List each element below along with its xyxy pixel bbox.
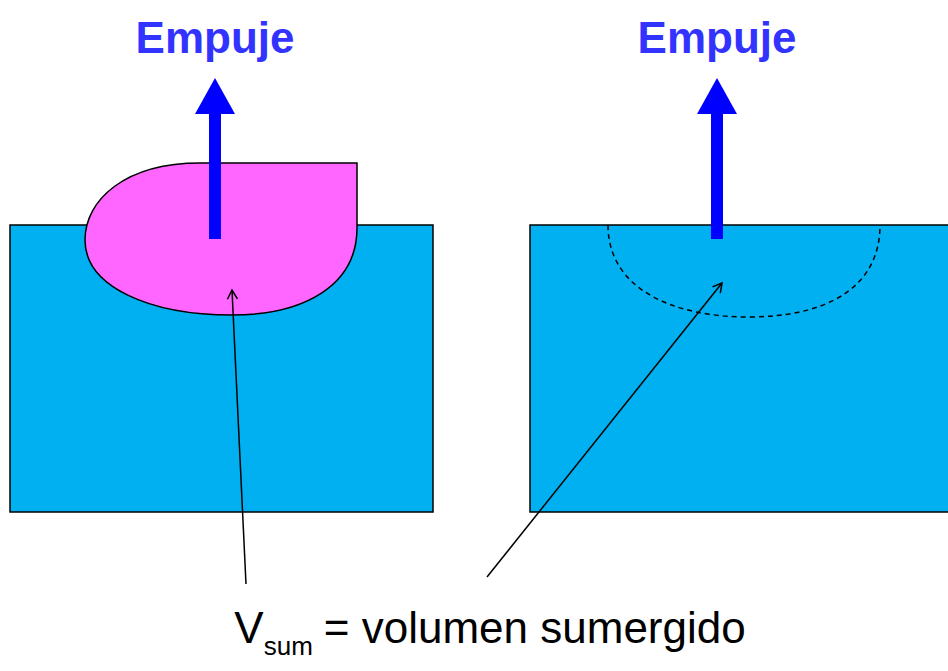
volume-symbol: V [234,603,263,652]
water-tank [530,225,948,512]
leader-line [487,283,722,577]
leader-line [232,290,246,584]
buoyancy-arrow [195,78,235,239]
force-label: Empuje [136,13,295,63]
caption-text: = volumen sumergido [324,603,746,652]
submerged-outline [608,225,880,317]
force-label: Empuje [638,13,797,63]
caption-line: Vsum= volumen sumergido [234,603,745,653]
volume-subscript: sum [264,631,313,661]
buoyancy-arrow [697,78,737,239]
